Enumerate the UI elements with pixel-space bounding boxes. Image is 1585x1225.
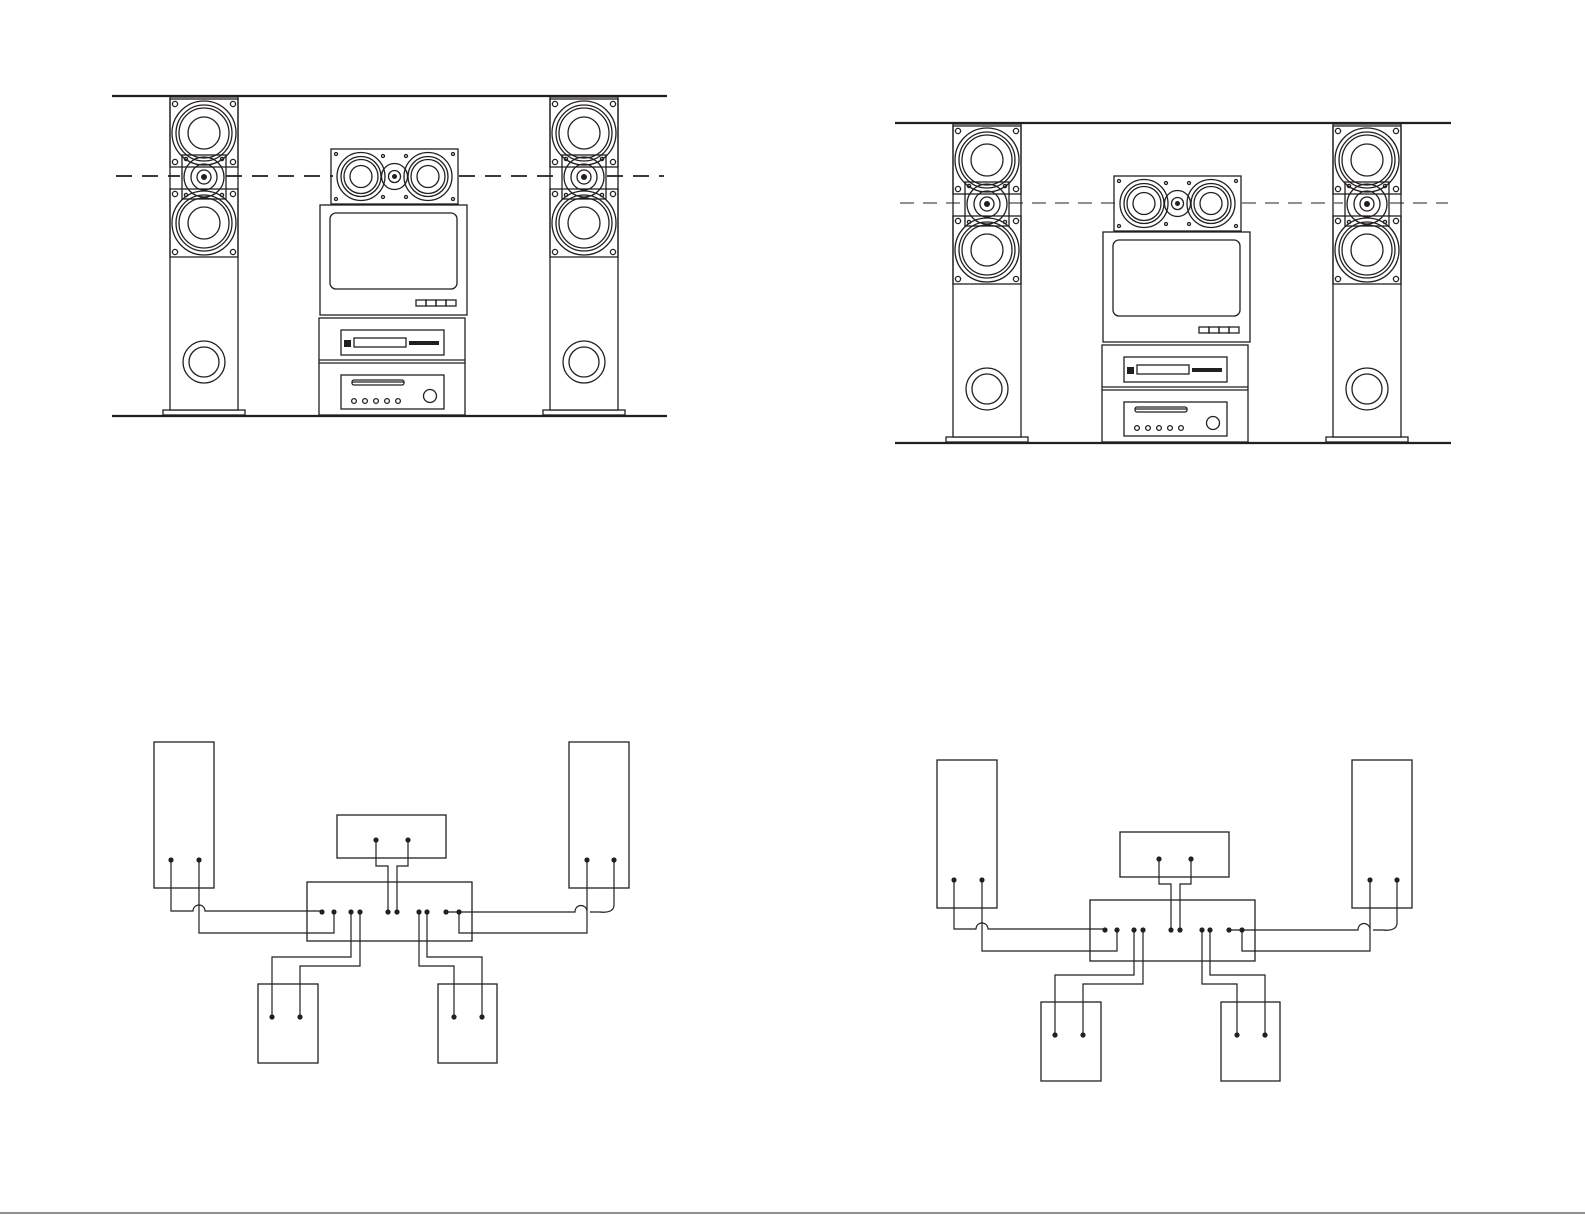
left-tower-speaker [946,124,1028,442]
front-right-speaker-box [569,742,629,888]
front-right-speaker-box [1352,760,1412,908]
wiring-diagram-right [937,760,1412,1081]
speaker-placement-illustration-left [112,96,667,416]
rear-left-speaker-box [1041,1002,1101,1081]
front-left-speaker-box [937,760,997,908]
center-channel-speaker [331,149,458,204]
tv-cabinet-stack [319,205,467,415]
right-tower-speaker [1326,124,1408,442]
center-speaker-box [337,815,446,858]
speaker-placement-illustration-right [895,123,1451,443]
tv-cabinet-stack [1102,232,1250,442]
rear-right-speaker-box [1221,1002,1280,1081]
right-tower-speaker [543,97,625,415]
left-tower-speaker [163,97,245,415]
center-speaker-box [1120,832,1229,877]
front-left-speaker-box [154,742,214,888]
rear-left-speaker-box [258,984,318,1063]
rear-right-speaker-box [438,984,497,1063]
wiring-diagram-left [154,742,629,1063]
center-channel-speaker [1114,176,1241,231]
